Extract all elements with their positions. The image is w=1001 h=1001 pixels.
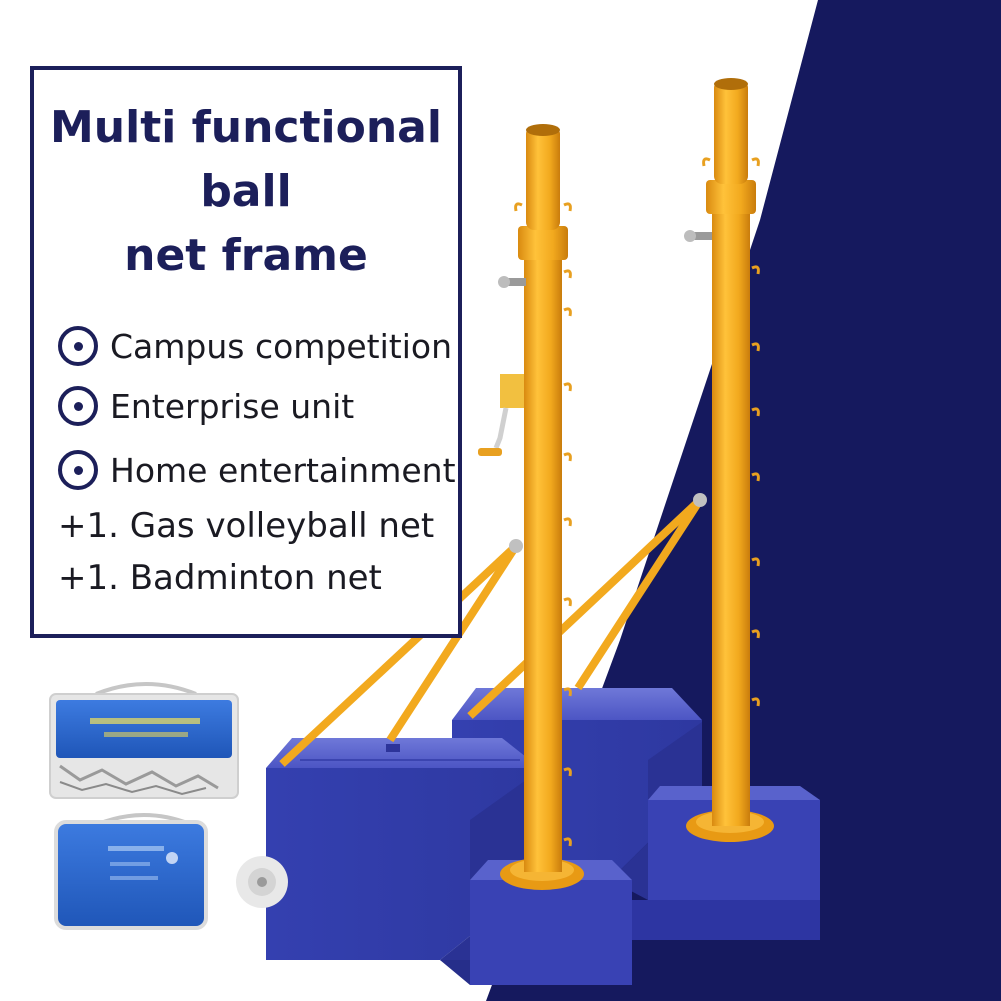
back-net-post [452,78,820,940]
feature-label: Enterprise unit [110,386,355,426]
radio-bullet-icon [58,386,98,426]
feature-item-enterprise: Enterprise unit [58,382,354,430]
extra-item-volleyball-net: +1. Gas volleyball net [58,506,435,546]
front-net-post [236,124,632,985]
radio-bullet-icon [58,450,98,490]
feature-label: Campus competition [110,326,453,366]
extra-item-badminton-net: +1. Badminton net [58,558,382,598]
radio-bullet-icon [58,326,98,366]
feature-info-box: Multi functional ball net frame Campus c… [30,66,462,638]
feature-item-home: Home entertainment [58,446,456,494]
net-bag-closed [54,813,208,930]
net-bag-open [49,682,239,799]
product-title: Multi functional ball net frame [50,102,442,281]
feature-item-campus: Campus competition [58,322,452,370]
feature-label: Home entertainment [110,450,456,490]
